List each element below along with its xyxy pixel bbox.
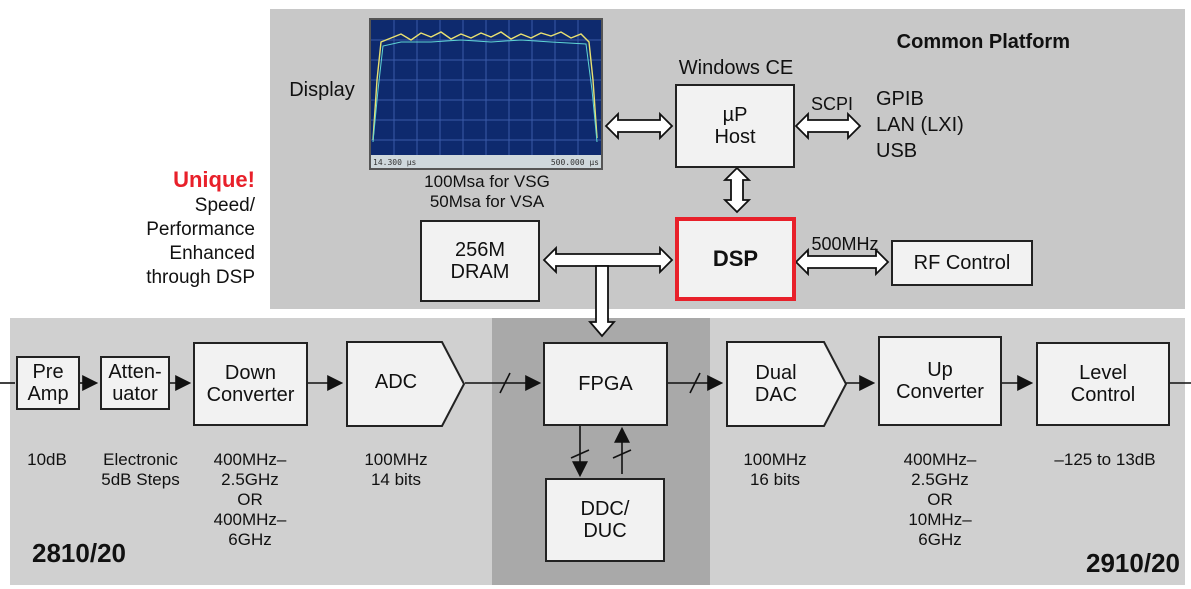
display-label: Display — [289, 79, 355, 101]
dual-dac-label: Dual DAC — [754, 362, 798, 406]
bus-slash-ddc-down — [570, 449, 590, 459]
down-converter-spec: 400MHz– 2.5GHz OR 400MHz– 6GHz — [213, 450, 287, 549]
down-converter-box: Down Converter — [193, 342, 308, 426]
scpi-label: SCPI — [810, 94, 853, 114]
callout-title: Unique! — [173, 167, 255, 192]
attenuator-spec: Electronic 5dB Steps — [101, 450, 180, 489]
dac-shape — [726, 341, 848, 427]
host-box: µP Host — [675, 84, 795, 168]
arrow-bus-to-fpga — [588, 265, 616, 338]
adc-spec: 100MHz 14 bits — [364, 450, 428, 489]
bus-slash-dac — [689, 372, 701, 394]
interfaces-label: GPIB LAN (LXI) USB — [876, 88, 964, 162]
display-screen: 14.300 µs 500.000 µs — [369, 18, 603, 170]
double-arrow-host-dsp — [722, 166, 752, 214]
dram-box: 256M DRAM — [420, 220, 540, 302]
frequency-label: 500MHz — [811, 234, 879, 254]
bus-slash-ddc-up — [612, 449, 632, 459]
dsp-box: DSP — [675, 217, 796, 301]
attenuator-box: Atten- uator — [100, 356, 170, 410]
dual-dac-spec: 100MHz 16 bits — [743, 450, 807, 489]
level-control-box: Level Control — [1036, 342, 1170, 426]
screen-left-tick: 14.300 µs — [373, 158, 417, 167]
double-arrow-display-host — [604, 111, 674, 141]
screen-right-tick: 500.000 µs — [550, 158, 599, 167]
pre-amp-spec: 10dB — [27, 450, 67, 469]
sample-rates-label: 100Msa for VSG 50Msa for VSA — [424, 172, 550, 211]
right-model-label: 2910/20 — [1086, 548, 1180, 578]
common-platform-title: Common Platform — [896, 31, 1070, 53]
pre-amp-box: Pre Amp — [16, 356, 80, 410]
double-arrow-dsp-rf — [794, 247, 890, 277]
bus-slash-adc — [499, 372, 511, 394]
up-converter-box: Up Converter — [878, 336, 1002, 426]
double-arrow-dram-dsp — [542, 245, 674, 275]
fpga-box: FPGA — [543, 342, 668, 426]
windows-ce-label: Windows CE — [678, 57, 794, 79]
level-control-spec: –125 to 13dB — [1054, 450, 1156, 469]
adc-label: ADC — [374, 371, 418, 393]
callout-text: Speed/ Performance Enhanced through DSP — [146, 195, 255, 288]
rf-control-box: RF Control — [891, 240, 1033, 286]
ddc-duc-box: DDC/ DUC — [545, 478, 665, 562]
adc-shape — [346, 341, 466, 427]
up-converter-spec: 400MHz– 2.5GHz OR 10MHz– 6GHz — [903, 450, 977, 549]
spectrum-plot — [371, 20, 601, 168]
double-arrow-host-interfaces — [794, 111, 862, 141]
left-model-label: 2810/20 — [32, 538, 126, 568]
